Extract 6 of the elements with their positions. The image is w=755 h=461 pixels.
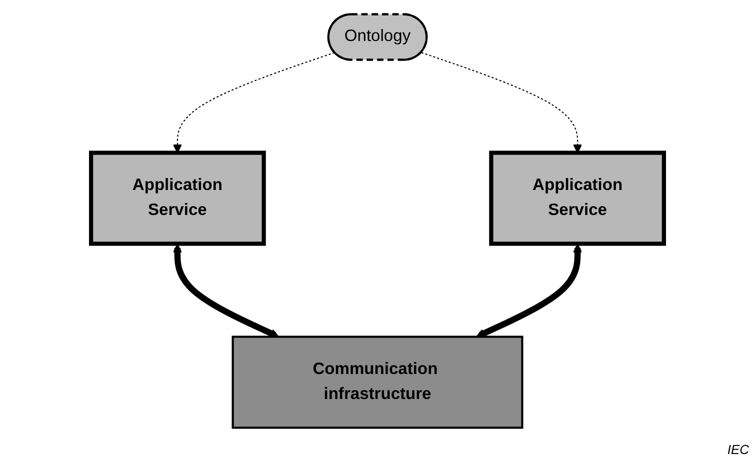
node-box: Application Service xyxy=(89,150,266,246)
stamp-text: IEC xyxy=(727,442,749,457)
arrow xyxy=(476,244,582,338)
node-box: Communication infrastructure xyxy=(232,336,524,429)
arrow xyxy=(172,244,279,338)
node-box: Application Service xyxy=(489,150,666,246)
